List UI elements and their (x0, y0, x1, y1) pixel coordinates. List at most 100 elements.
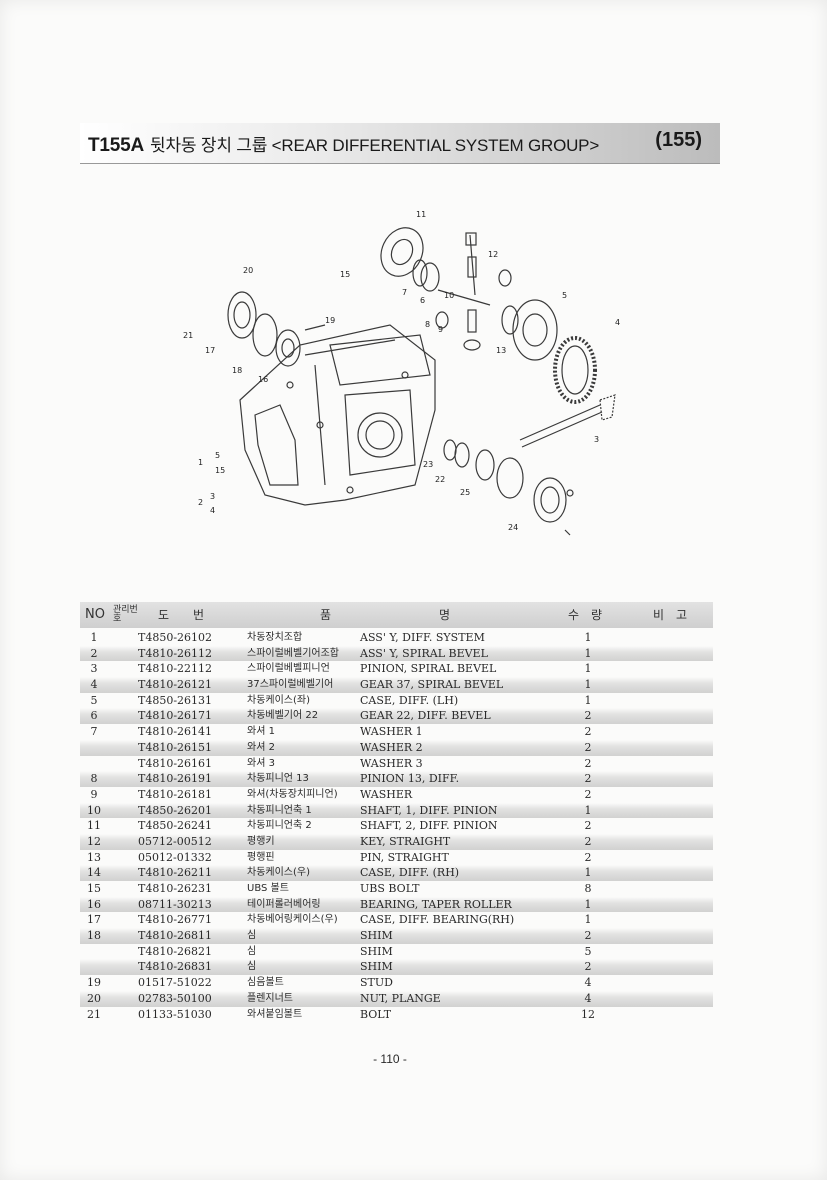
quantity: 2 (584, 756, 592, 770)
part-name-en: SHAFT, 1, DIFF. PINION (360, 803, 498, 817)
part-name-kr: UBS 볼트 (247, 883, 289, 894)
part-name-en: CASE, DIFF. BEARING(RH) (360, 913, 515, 927)
part-name-kr: 차동케이스(좌) (247, 694, 311, 706)
part-name-kr: 심 (247, 930, 257, 942)
part-name-kr: 차동장치조합 (247, 632, 303, 643)
part-name-en: PINION 13, DIFF. (360, 772, 460, 786)
svg-text:15: 15 (215, 466, 225, 475)
svg-text:17: 17 (205, 346, 215, 355)
parts-table-header: NO 관리번호 도 번 품 명 수 량 비 고 (80, 602, 713, 628)
svg-text:9: 9 (438, 325, 443, 334)
group-title-text: 뒷차동 장치 그룹 <REAR DIFFERENTIAL SYSTEM GROU… (150, 136, 600, 155)
quantity: 8 (584, 882, 592, 895)
part-number: 01517-51022 (138, 976, 212, 990)
col-mgmt: 관리번호 (113, 602, 139, 628)
part-name-en: BEARING, TAPER ROLLER (360, 897, 512, 911)
quantity: 1 (584, 631, 592, 644)
part-name-kr: 와셔(차동장치피니언) (247, 788, 338, 800)
part-name-en: KEY, STRAIGHT (360, 834, 451, 848)
item-no: 9 (90, 787, 98, 801)
part-number: 08711-30213 (138, 897, 212, 911)
col-name: 품 명 (320, 608, 451, 622)
part-name-en: ASS' Y, SPIRAL BEVEL (360, 646, 488, 660)
quantity: 2 (584, 850, 592, 864)
item-no: 16 (87, 897, 101, 911)
part-name-kr: 와셔 1 (247, 726, 275, 738)
svg-text:11: 11 (416, 210, 426, 219)
svg-text:21: 21 (183, 331, 193, 340)
quantity: 2 (584, 772, 592, 786)
svg-text:18: 18 (232, 366, 242, 375)
col-part-no: 도 번 (158, 608, 205, 622)
svg-text:24: 24 (508, 523, 518, 532)
quantity: 2 (584, 834, 592, 848)
part-name-en: STUD (360, 976, 393, 990)
quantity: 2 (584, 819, 592, 833)
quantity: 2 (584, 725, 592, 739)
part-number: T4810-26191 (138, 772, 213, 786)
part-name-kr: 차동케이스(우) (247, 867, 311, 879)
col-remark: 비 고 (653, 608, 688, 622)
col-qty: 수 량 (568, 608, 603, 622)
part-name-en: GEAR 37, SPIRAL BEVEL (360, 678, 504, 692)
part-name-kr: 평행키 (247, 835, 275, 847)
part-number: 05012-01332 (138, 850, 212, 864)
item-no: 18 (87, 929, 101, 943)
svg-text:15: 15 (340, 270, 350, 279)
quantity: 1 (584, 897, 592, 911)
part-number: 02783-50100 (138, 991, 212, 1005)
part-name-kr: 차동피니언축 1 (247, 804, 312, 816)
item-no: 4 (90, 678, 98, 692)
quantity: 1 (584, 913, 592, 927)
part-name-kr: 와셔붙임볼트 (247, 1008, 303, 1020)
quantity: 1 (584, 678, 592, 692)
svg-text:1: 1 (198, 458, 203, 467)
item-no: 15 (87, 882, 101, 895)
quantity: 2 (584, 740, 592, 754)
part-name-en: PIN, STRAIGHT (360, 850, 449, 864)
part-number: T4850-26241 (138, 819, 213, 833)
part-name-en: UBS BOLT (360, 882, 420, 895)
part-name-en: ASS' Y, DIFF. SYSTEM (360, 631, 485, 644)
part-name-en: SHIM (360, 929, 393, 943)
part-name-kr: 차동피니언축 2 (247, 820, 312, 832)
svg-text:4: 4 (615, 318, 620, 327)
part-name-kr: 와셔 2 (247, 741, 275, 753)
part-name-kr: 차동피니언 13 (247, 773, 309, 785)
part-name-en: WASHER 3 (360, 756, 423, 770)
part-number: T4810-26211 (138, 866, 213, 880)
quantity: 4 (584, 991, 592, 1005)
svg-text:23: 23 (423, 460, 433, 469)
part-number: T4810-26112 (138, 646, 213, 660)
quantity: 12 (581, 1007, 595, 1021)
quantity: 1 (584, 646, 592, 660)
svg-text:20: 20 (243, 266, 253, 275)
part-number: T4810-26231 (138, 882, 213, 895)
part-name-kr: 와셔 3 (247, 757, 275, 769)
part-number: T4810-26771 (138, 913, 213, 927)
part-name-en: GEAR 22, DIFF. BEVEL (360, 709, 491, 723)
part-number: T4810-22112 (138, 662, 213, 676)
item-no: 19 (87, 976, 101, 990)
part-name-kr: 스파이럴베벨기어조합 (247, 647, 339, 659)
col-mgmt-text: 관리번호 (113, 605, 138, 624)
quantity: 1 (584, 662, 592, 676)
part-number: T4810-26151 (138, 740, 213, 754)
quantity: 5 (584, 944, 592, 958)
